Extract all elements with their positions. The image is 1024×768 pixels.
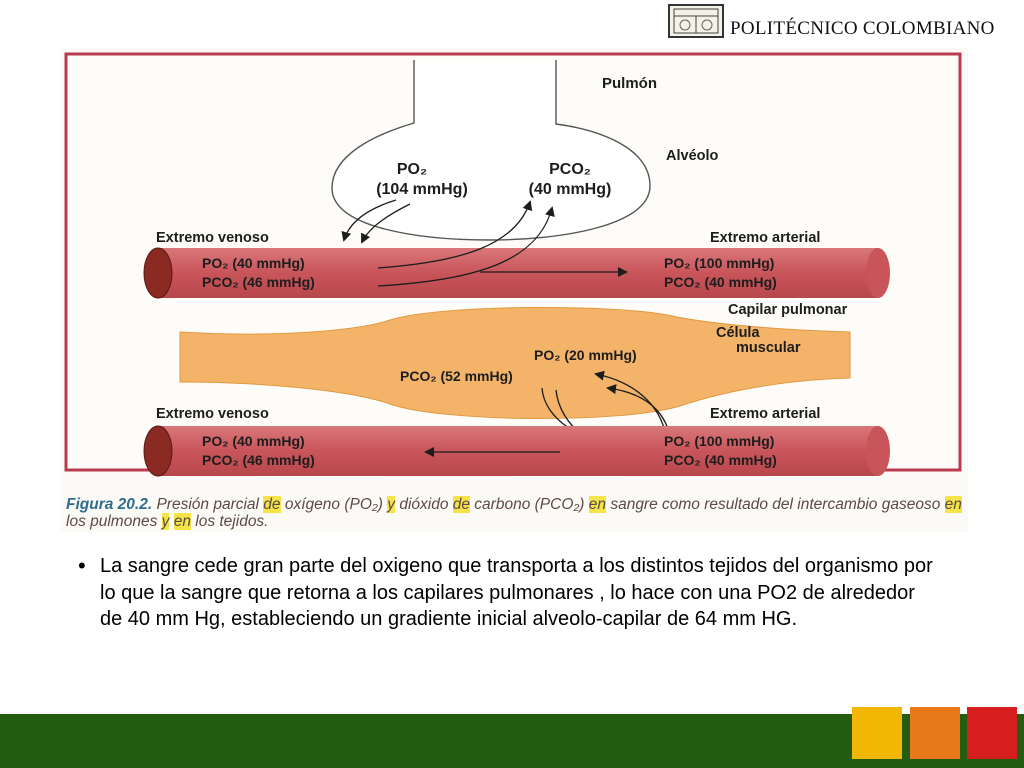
figure-caption: Figura 20.2. Presión parcial de oxígeno … <box>66 496 966 530</box>
institution-logo: POLITÉCNICO COLOMBIANO <box>668 4 1024 39</box>
caption-highlight: en <box>588 496 607 513</box>
top-right-pco2: PCO₂ (40 mmHg) <box>664 274 777 290</box>
bottom-left-po2: PO₂ (40 mmHg) <box>202 433 305 449</box>
alveolus-pco2-value: (40 mmHg) <box>529 181 612 198</box>
bottom-venous-end-label: Extremo venoso <box>156 406 269 422</box>
crest-icon <box>668 4 724 38</box>
bullet-marker: • <box>78 553 86 578</box>
pulmonary-capillary-end-right <box>866 248 890 298</box>
co2-diffusion-arrow-2 <box>377 206 555 287</box>
caption-part: dióxido <box>395 496 453 513</box>
pulmonary-capillary <box>158 248 878 298</box>
decor-square-orange <box>910 707 960 759</box>
bottom-right-po2: PO₂ (100 mmHg) <box>664 433 774 449</box>
muscle-cell-label-2: muscular <box>736 340 801 356</box>
caption-highlight: de <box>263 496 281 513</box>
top-right-po2: PO₂ (100 mmHg) <box>664 255 774 271</box>
bottom-left-pco2: PCO₂ (46 mmHg) <box>202 452 315 468</box>
logo-text: POLITÉCNICO COLOMBIANO <box>730 18 995 39</box>
alveolus-label: Alvéolo <box>666 148 719 164</box>
top-left-po2: PO₂ (40 mmHg) <box>202 255 305 271</box>
caption-highlight: y <box>161 513 170 530</box>
decor-square-red <box>967 707 1017 759</box>
alveolus-po2-value: (104 mmHg) <box>376 181 468 198</box>
tissue-capillary-opening <box>143 425 173 477</box>
co2-diffusion-arrow-1 <box>377 200 533 269</box>
muscle-cell-shape <box>179 306 851 419</box>
bottom-arterial-end-label: Extremo arterial <box>710 406 820 422</box>
top-arterial-end-label: Extremo arterial <box>710 230 820 246</box>
caption-part: los tejidos. <box>190 513 269 530</box>
caption-highlight: de <box>452 496 470 513</box>
top-venous-end-label: Extremo venoso <box>156 230 269 246</box>
o2-diffusion-arrow-1 <box>341 199 397 242</box>
decor-square-yellow <box>852 707 902 759</box>
tissue-capillary <box>158 426 878 476</box>
figure-number: Figura 20.2. <box>66 496 153 513</box>
lung-label: Pulmón <box>602 75 657 92</box>
gas-exchange-figure: Pulmón Alvéolo PO₂ (104 mmHg) PCO₂ (40 m… <box>60 48 968 532</box>
caption-part: sangre como resultado del intercambio ga… <box>606 496 945 513</box>
muscle-cell-label-1: Célula <box>716 325 760 341</box>
pulmonary-capillary-label: Capilar pulmonar <box>728 302 848 318</box>
alveolus-po2: PO₂ <box>397 161 427 178</box>
bullet-text: La sangre cede gran parte del oxigeno qu… <box>100 555 933 630</box>
top-left-pco2: PCO₂ (46 mmHg) <box>202 274 315 290</box>
alveolus-shape <box>331 60 651 241</box>
o2-diffusion-arrow-2 <box>361 203 411 244</box>
tissue-capillary-end-right <box>866 426 890 476</box>
caption-part: los pulmones <box>66 513 162 530</box>
alveolus-pco2: PCO₂ <box>549 161 591 178</box>
pulmonary-capillary-opening <box>143 247 173 299</box>
caption-part: carbono (PCO₂) <box>470 496 589 513</box>
caption-highlight: en <box>944 496 962 513</box>
caption-part: oxígeno (PO₂) <box>280 496 388 513</box>
gas-exchange-diagram: Pulmón Alvéolo PO₂ (104 mmHg) PCO₂ (40 m… <box>64 52 962 477</box>
caption-highlight: y <box>387 496 396 513</box>
caption-part: Presión parcial <box>152 496 264 513</box>
bottom-right-pco2: PCO₂ (40 mmHg) <box>664 452 777 468</box>
muscle-po2: PO₂ (20 mmHg) <box>534 347 637 363</box>
caption-highlight: en <box>173 513 191 530</box>
muscle-pco2: PCO₂ (52 mmHg) <box>400 368 513 384</box>
